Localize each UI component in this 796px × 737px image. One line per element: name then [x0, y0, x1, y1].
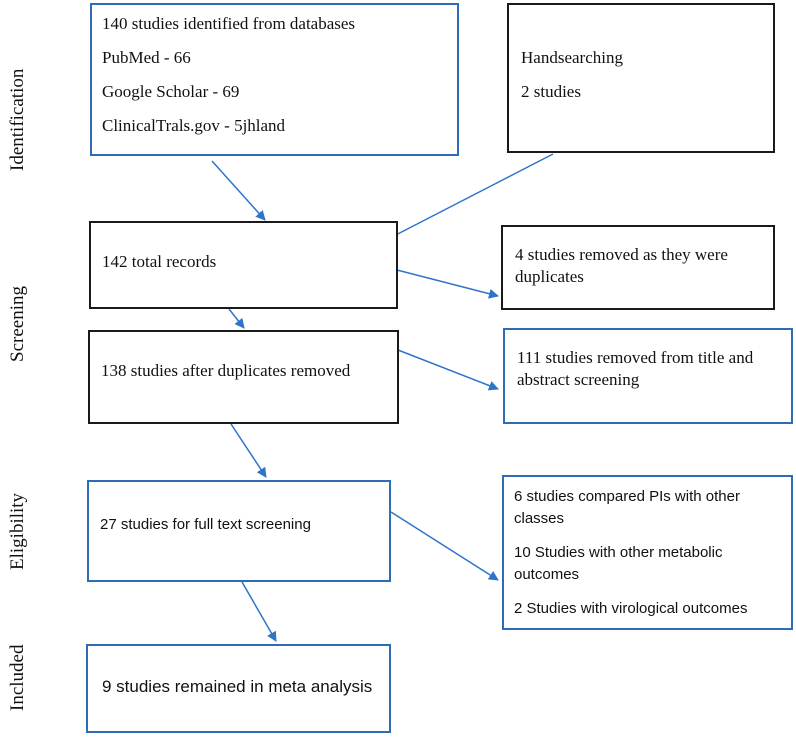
- arrow-after-to-full-text: [230, 423, 267, 478]
- arrow-total-to-duplicates: [396, 269, 499, 299]
- exclusions-line-metabolic: 10 Studies with other metabolic: [514, 544, 723, 561]
- title-abstract-line-1: 111 studies removed from title and: [517, 348, 754, 367]
- arrow-full-text-to-included: [241, 581, 277, 642]
- title-abstract-line-2: abstract screening: [517, 370, 640, 389]
- included-text: 9 studies remained in meta analysis: [102, 677, 373, 696]
- duplicates-removed-line-1: 4 studies removed as they were: [515, 245, 728, 264]
- handsearching-label: Handsearching: [521, 48, 623, 67]
- databases-line-scholar: Google Scholar - 69: [102, 82, 240, 101]
- exclusions-line-virological: 2 Studies with virological outcomes: [514, 600, 748, 617]
- databases-line-clinicaltrials: ClinicalTrals.gov - 5jhland: [102, 116, 286, 135]
- after-duplicates-text: 138 studies after duplicates removed: [101, 361, 351, 380]
- box-full-text: 27 studies for full text screening: [87, 480, 391, 582]
- exclusions-line-pis-cont: classes: [514, 510, 565, 527]
- handsearching-count: 2 studies: [521, 82, 581, 101]
- arrow-databases-to-total: [211, 160, 266, 221]
- stage-label-screening: Screening: [7, 286, 28, 362]
- exclusions-line-pis: 6 studies compared PIs with other: [514, 488, 740, 505]
- exclusions-line-metabolic-cont: outcomes: [514, 566, 580, 583]
- box-handsearching: Handsearching 2 studies: [507, 3, 775, 153]
- box-title-abstract-removed: 111 studies removed from title and abstr…: [503, 328, 793, 424]
- arrow-full-text-to-exclusions: [390, 511, 499, 581]
- duplicates-removed-line-2: duplicates: [515, 267, 584, 286]
- stage-label-eligibility: Eligibility: [7, 492, 28, 570]
- box-included: 9 studies remained in meta analysis: [86, 644, 391, 733]
- total-records-text: 142 total records: [102, 252, 217, 271]
- box-exclusions: 6 studies compared PIs with other classe…: [502, 475, 793, 630]
- box-databases: 140 studies identified from databases Pu…: [90, 3, 459, 156]
- stage-label-identification: Identification: [7, 68, 28, 171]
- box-after-duplicates: 138 studies after duplicates removed: [88, 330, 399, 424]
- box-total-records: 142 total records: [89, 221, 398, 309]
- box-duplicates-removed: 4 studies removed as they were duplicate…: [501, 225, 775, 310]
- databases-line-pubmed: PubMed - 66: [102, 48, 191, 67]
- stage-label-included: Included: [7, 644, 28, 711]
- arrow-total-to-after-duplicates: [228, 308, 245, 329]
- arrow-after-to-title-removed: [397, 349, 499, 391]
- databases-line-total: 140 studies identified from databases: [102, 14, 356, 33]
- full-text-text: 27 studies for full text screening: [100, 516, 311, 533]
- arrow-handsearch-to-total: [387, 153, 554, 240]
